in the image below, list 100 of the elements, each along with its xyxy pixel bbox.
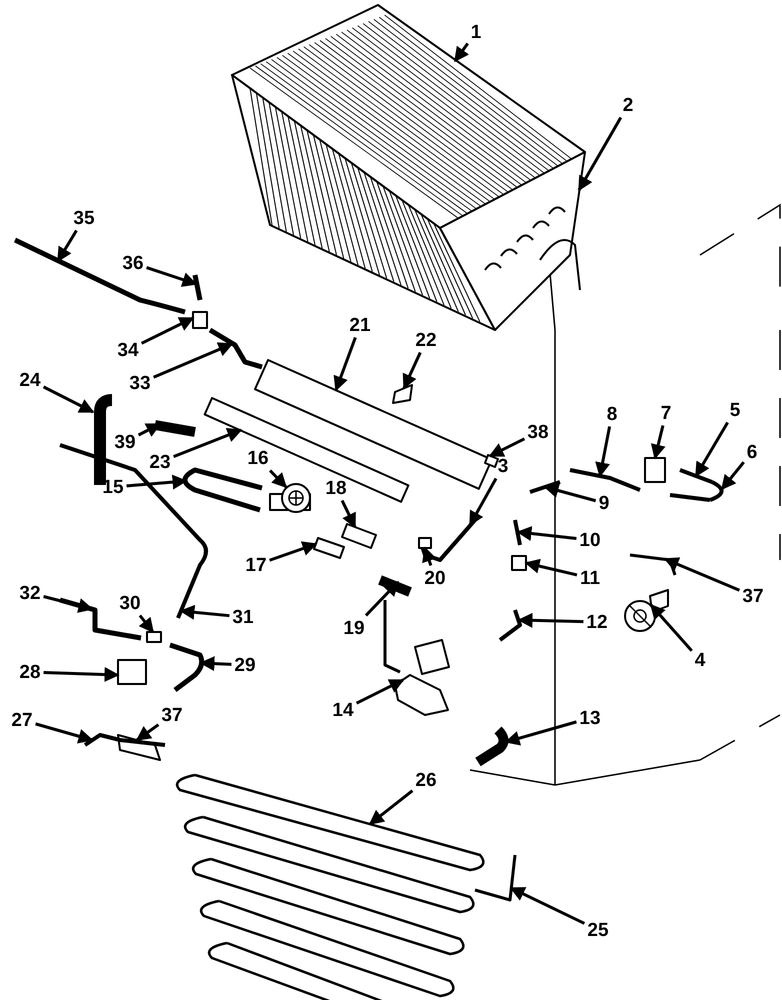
leader-arrow (422, 546, 436, 566)
leader-arrow (510, 886, 586, 925)
callout-number: 34 (116, 340, 140, 360)
leader-arrow (650, 425, 666, 460)
leader-arrow (136, 723, 160, 742)
leader-arrow (44, 667, 120, 682)
callout-number: 24 (18, 370, 42, 390)
leader-arrow (269, 469, 288, 488)
tee-fitting (192, 311, 208, 329)
leader-arrow (43, 595, 94, 613)
callout-number: 37 (160, 704, 184, 726)
tube (59, 598, 142, 640)
leader-arrow (42, 386, 94, 414)
leader-arrow (146, 266, 198, 287)
leader-arrow (140, 316, 194, 345)
leader-arrow (368, 789, 414, 826)
solenoid-valve (117, 659, 147, 685)
bracket (630, 554, 676, 576)
fitting (511, 555, 527, 571)
callout-number: 8 (606, 404, 618, 424)
tube (513, 520, 522, 546)
solenoid-valve (644, 457, 666, 483)
callout-number: 12 (585, 612, 609, 632)
callout-number: 15 (101, 476, 125, 498)
leader-arrow (595, 426, 612, 478)
leader-arrow (524, 558, 578, 576)
leader-arrow (152, 342, 234, 379)
callout-number: 5 (728, 400, 742, 420)
nut (418, 537, 432, 549)
tube (570, 468, 641, 492)
leader-arrow (650, 604, 693, 652)
callout-number: 7 (660, 402, 672, 424)
callout-number: 26 (414, 770, 438, 790)
callout-number: 35 (72, 208, 96, 228)
leader-arrow (334, 336, 357, 392)
fitting (313, 537, 345, 559)
callout-number: 33 (128, 372, 152, 394)
leader-arrow (138, 614, 154, 634)
tube (169, 642, 204, 692)
callout-number: 39 (113, 432, 137, 452)
leader-arrow (488, 437, 526, 458)
leader-arrow (340, 500, 356, 528)
callout-number: 9 (598, 492, 610, 514)
heater-coil (176, 774, 485, 1000)
callout-number: 17 (244, 554, 268, 576)
label-plate (392, 384, 413, 404)
callout-number: 36 (121, 252, 145, 274)
tube (84, 733, 166, 747)
callout-number: 37 (741, 586, 765, 606)
callout-number: 31 (231, 606, 255, 628)
hose (154, 420, 196, 437)
callout-number: 25 (586, 920, 610, 940)
callout-number: 21 (348, 314, 372, 336)
bracket (117, 734, 161, 761)
fitting (146, 631, 162, 643)
callout-number: 23 (148, 452, 172, 472)
callout-number: 6 (746, 442, 758, 462)
leader-arrow (578, 116, 622, 192)
fitting (484, 454, 499, 468)
callout-number: 1 (470, 22, 482, 42)
callout-number: 28 (18, 662, 42, 682)
tube (14, 238, 186, 314)
pressure-switch (624, 589, 669, 632)
hose (208, 328, 263, 370)
callout-number: 10 (578, 530, 602, 550)
coil-tube (182, 468, 263, 512)
leader-arrow (544, 483, 596, 502)
tube (529, 480, 561, 494)
expansion-valve (384, 600, 450, 716)
callout-number: 30 (118, 592, 142, 614)
leader-arrow (364, 580, 400, 617)
leader-arrow (454, 42, 469, 62)
leader-arrow (173, 428, 242, 458)
callout-number: 27 (10, 710, 34, 730)
leader-arrow (694, 422, 729, 478)
callout-number: 22 (414, 330, 438, 350)
tube (204, 397, 410, 503)
leader-arrow (180, 604, 230, 620)
tube (498, 609, 522, 642)
leader-arrow (356, 678, 404, 705)
callout-number: 11 (578, 568, 602, 588)
leader-arrow (269, 541, 318, 562)
valve (269, 483, 311, 513)
leader-arrow (518, 612, 584, 628)
callout-number: 3 (496, 456, 510, 476)
leader-arrow (516, 526, 577, 541)
callout-number: 16 (246, 448, 270, 468)
tube-bend (709, 480, 724, 502)
callout-number: 32 (18, 582, 42, 604)
leader-arrow (720, 461, 745, 490)
callout-number: 13 (578, 708, 602, 728)
callout-number: 20 (423, 568, 447, 588)
tube (474, 854, 516, 902)
hose (378, 575, 412, 597)
callout-number: 29 (233, 654, 257, 676)
tube (668, 468, 714, 502)
callout-number: 19 (342, 618, 366, 638)
callout-number: 18 (324, 478, 348, 498)
leader-arrow (402, 352, 422, 390)
coil-end-plate (439, 151, 586, 331)
